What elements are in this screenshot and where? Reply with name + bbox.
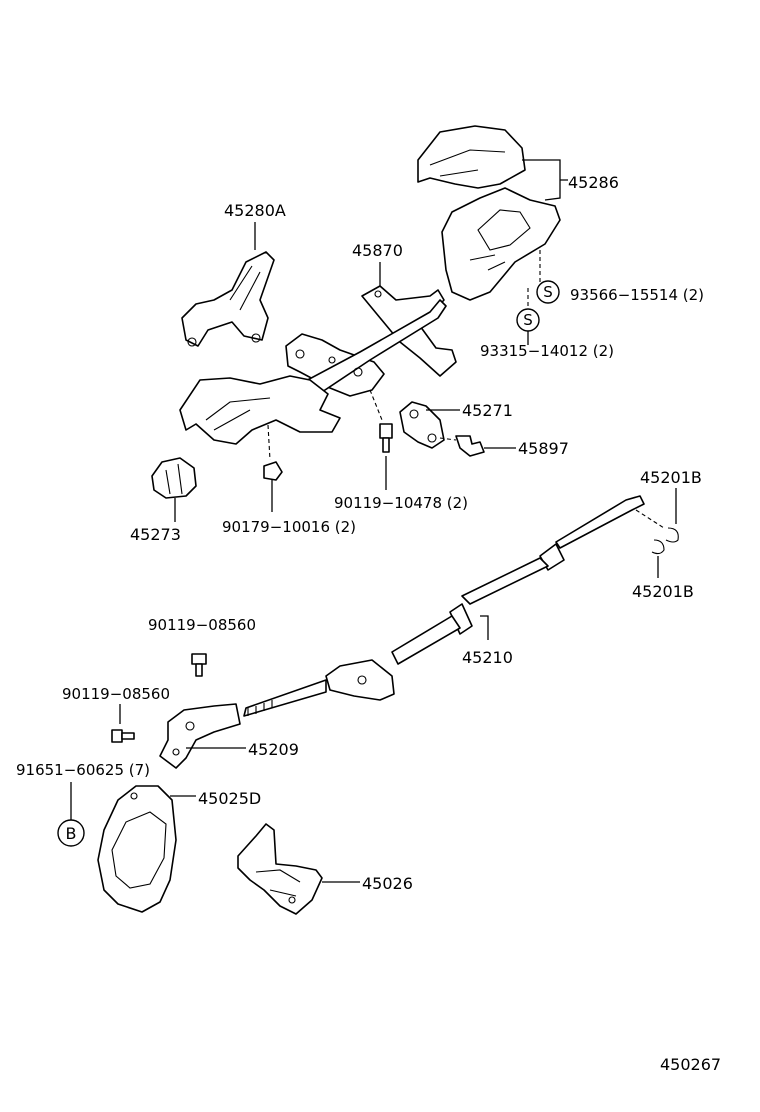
label-91651-60625: 91651−60625 (7) — [16, 761, 150, 779]
label-45271: 45271 — [462, 401, 513, 420]
label-45201B-bottom: 45201B — [632, 582, 694, 601]
label-90179-10016: 90179−10016 (2) — [222, 518, 356, 536]
label-90119-10478: 90119−10478 (2) — [334, 494, 468, 512]
label-93566-15514: 93566−15514 (2) — [570, 286, 704, 304]
s-marker-93566: S — [536, 280, 560, 304]
label-45286: 45286 — [568, 173, 619, 192]
bolt-90119-08560-a — [191, 653, 207, 677]
label-45209: 45209 — [248, 740, 299, 759]
column-cover-upper — [417, 125, 526, 189]
b-marker: B — [57, 819, 85, 847]
svg-text:S: S — [523, 311, 533, 329]
label-45280A: 45280A — [224, 201, 286, 220]
label-45273: 45273 — [130, 525, 181, 544]
nut-90179-10016 — [263, 461, 283, 481]
s-marker-93315: S — [516, 308, 540, 332]
bracket-45280A — [181, 251, 275, 347]
label-93315-14012: 93315−14012 (2) — [480, 342, 614, 360]
svg-text:B: B — [66, 824, 77, 843]
clip-45201B-lower — [651, 539, 665, 555]
label-45025D: 45025D — [198, 789, 261, 808]
bolt-90119-10478 — [379, 423, 393, 453]
label-45210: 45210 — [462, 648, 513, 667]
bracket-45026 — [237, 823, 323, 915]
universal-joint-45209 — [159, 703, 241, 769]
diagram-id: 450267 — [660, 1055, 721, 1074]
clip-45201B-upper — [665, 527, 679, 543]
steering-column-assembly — [179, 299, 447, 445]
bolt-90119-08560-b — [111, 729, 135, 743]
label-45870: 45870 — [352, 241, 403, 260]
column-cover-lower — [441, 187, 561, 301]
label-45201B-top: 45201B — [640, 468, 702, 487]
label-45026: 45026 — [362, 874, 413, 893]
bracket-45271 — [399, 401, 445, 449]
sleeve-45273 — [151, 457, 197, 499]
cover-45025D — [97, 785, 177, 913]
intermediate-shaft-45210 — [243, 495, 645, 717]
svg-text:S: S — [543, 283, 553, 301]
label-90119-08560-a: 90119−08560 — [148, 616, 256, 634]
bolt-45897 — [455, 435, 485, 457]
label-90119-08560-b: 90119−08560 — [62, 685, 170, 703]
label-45897: 45897 — [518, 439, 569, 458]
